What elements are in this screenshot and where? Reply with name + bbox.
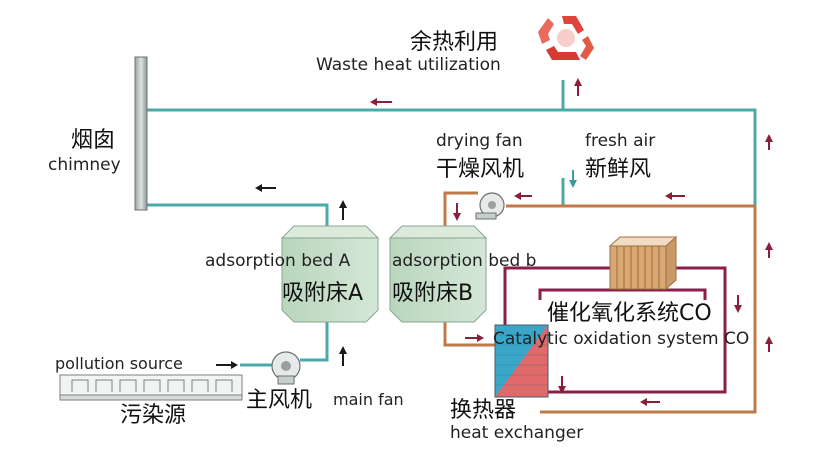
pollution-source-icon	[59, 374, 243, 401]
chimney-label-zh: 烟囱	[71, 128, 116, 153]
arrow-down-hx	[558, 376, 566, 394]
arrow-down-catalyst	[734, 295, 742, 313]
arrow-right-pollution	[216, 361, 238, 369]
heat-exchanger	[494, 324, 549, 398]
adsorption-bed-b	[388, 225, 488, 323]
catalytic-label-zh: 催化氧化系统CO	[547, 301, 712, 326]
arrow-up-bed-a-in	[339, 346, 347, 366]
arrow-up-waste-heat	[574, 78, 582, 96]
bed-a-label-en: adsorption bed A	[205, 251, 351, 271]
teal-pipe-network	[147, 80, 757, 367]
catalytic-label-en: Catalytic oxidation system CO	[493, 329, 750, 349]
chimney	[134, 56, 148, 211]
bed-b-label-en: adsorption bed b	[392, 251, 537, 271]
bed-a-label-zh: 吸附床A	[282, 281, 364, 306]
arrow-left-hx	[640, 398, 660, 406]
drying-fan-label-en: drying fan	[436, 131, 523, 151]
bed-a-outlet-pipe	[147, 203, 329, 228]
chimney-stack-icon	[134, 56, 148, 211]
main-fan-label-en: main fan	[333, 390, 404, 409]
heat-exchanger-label-en: heat exchanger	[450, 423, 584, 443]
main-fan-label-zh: 主风机	[246, 388, 313, 413]
bed-b-label-zh: 吸附床B	[392, 281, 474, 306]
fresh-air-arrow	[569, 170, 577, 188]
chimney-label-en: chimney	[48, 155, 121, 175]
arrow-left-drying	[514, 192, 532, 200]
hx-bottom-right-pipe	[540, 206, 757, 414]
catalyst-block-icon	[608, 235, 678, 291]
arrow-up-right-3	[765, 336, 773, 352]
arrow-right-hx-in	[465, 334, 484, 342]
pollution-label-zh: 污染源	[120, 403, 187, 428]
adsorption-bed-a	[280, 225, 380, 323]
arrow-up-bed-a-out	[339, 200, 347, 220]
arrow-up-right-1	[765, 134, 773, 150]
catalyst-loop-right	[548, 266, 727, 394]
arrow-down-drying	[453, 203, 461, 221]
waste-heat-label-en: Waste heat utilization	[316, 55, 501, 75]
arrow-left-top	[370, 98, 392, 106]
exhaust-pipe-top	[147, 108, 757, 206]
pollution-label-en: pollution source	[55, 354, 183, 373]
maroon-pipe-network	[503, 266, 727, 394]
recycle-icon	[538, 16, 594, 60]
dark-flow-arrows	[216, 184, 347, 369]
waste-heat-label-zh: 余热利用	[410, 30, 499, 55]
drying-fan-icon	[475, 192, 505, 220]
catalyst-loop-inner	[538, 288, 707, 300]
heat-exchanger-label-zh: 换热器	[450, 398, 517, 423]
arrow-left-drying-2	[665, 192, 685, 200]
fresh-air-label-zh: 新鲜风	[585, 157, 652, 182]
drying-fan-label-zh: 干燥风机	[436, 157, 525, 182]
catalyst-loop-outer	[503, 266, 610, 325]
arrow-up-right-2	[765, 242, 773, 258]
maroon-flow-arrows	[370, 78, 773, 406]
fresh-air-label-en: fresh air	[585, 131, 656, 151]
main-fan-outlet-pipe	[300, 322, 329, 362]
main-fan-icon	[271, 351, 301, 385]
arrow-left-to-chimney	[255, 184, 276, 192]
